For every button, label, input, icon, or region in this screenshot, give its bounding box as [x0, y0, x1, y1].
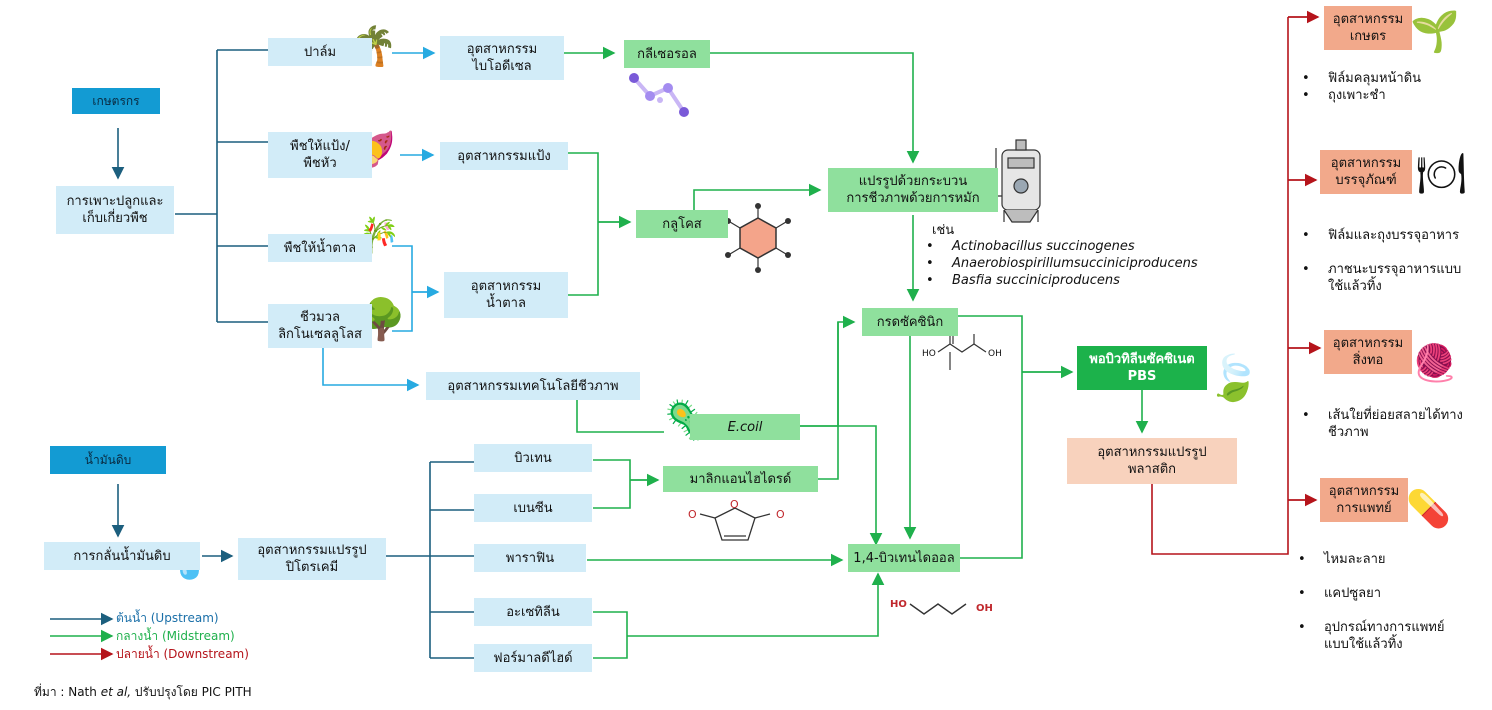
source-italic: et al,: [100, 685, 132, 699]
butane-box: บิวเทน: [474, 444, 592, 472]
maleic-anhydride-structure-icon: [699, 507, 771, 541]
capsule-icon: 💊: [1406, 489, 1451, 530]
pbs-box: พอบิวทิลีนซัคซิเนต PBS: [1077, 346, 1207, 390]
biodiesel-industry-box: อุตสาหกรรม ไบโอดีเซล: [440, 36, 564, 80]
bdo-oh-label: OH: [976, 603, 993, 614]
ecoli-box: E.coil: [690, 414, 800, 440]
textile-industry-box: อุตสาหกรรม สิ่งทอ: [1324, 330, 1412, 374]
starch-crops-box: พืชให้แป้ง/ พืชหัว: [268, 132, 372, 178]
succinic-ho-label: HO: [922, 349, 936, 359]
source-prefix: ที่มา : Nath: [34, 685, 101, 699]
succinic-oh-label: OH: [988, 349, 1002, 359]
biotech-industry-box: อุตสาหกรรมเทคโนโลยีชีวภาพ: [426, 372, 640, 400]
bdo-ho-label: HO: [890, 599, 907, 610]
glucose-box: กลูโคส: [636, 210, 728, 238]
yarn-icon: 🧶: [1412, 343, 1457, 384]
packaging-items: ฟิล์มและถุงบรรจุอาหาร ภาชนะบรรจุอาหารแบบ…: [1302, 210, 1461, 312]
list-item: เส้นใยที่ย่อยสลายได้ทาง ชีวภาพ: [1302, 407, 1463, 441]
lignocellulose-box: ชีวมวล ลิกโนเซลลูโลส: [268, 304, 372, 348]
source-note: ที่มา : Nath et al, ปรับปรุงโดย PIC PITH: [34, 684, 252, 701]
acetylene-box: อะเซทิลีน: [474, 598, 592, 626]
butanediol-box: 1,4-บิวเทนไดออล: [848, 544, 960, 572]
example-label: เช่น: [932, 223, 955, 238]
plant-film-icon: 🌱: [1410, 9, 1460, 55]
legend-midstream: กลางน้ำ (Midstream): [116, 629, 235, 643]
svg-text:O: O: [688, 508, 697, 521]
agri-items: ฟิล์มคลุมหน้าดิน ถุงเพาะชำ: [1302, 70, 1421, 104]
leaf-pellets-icon: 🍃: [1206, 353, 1261, 404]
succinic-acid-box: กรดซัคซินิก: [862, 308, 958, 336]
tree-petro: [386, 461, 474, 659]
list-item: ถุงเพาะชำ: [1302, 87, 1421, 104]
svg-text:O: O: [730, 498, 739, 511]
fermentation-box: แปรรูปด้วยกระบวน การชีวภาพด้วยการหมัก: [828, 168, 998, 212]
petrochem-industry-box: อุตสาหกรรมแปรรูป ปิโตรเคมี: [238, 538, 386, 580]
svg-text:O: O: [776, 508, 785, 521]
microbe-list: Actinobacillus succinogenes Anaerobiospi…: [926, 238, 1198, 289]
microbe-item: Anaerobiospirillumsucciniciproducens: [926, 255, 1198, 272]
medical-items: ไหมละลาย แคปซูลยา อุปกรณ์ทางการแพทย์ แบบ…: [1298, 534, 1444, 670]
maleic-anhydride-box: มาลิกแอนไฮไดรด์: [663, 466, 818, 492]
fermenter-icon: [995, 139, 1041, 223]
list-item: ฟิล์มและถุงบรรจุอาหาร: [1302, 227, 1461, 244]
legend-downstream: ปลายน้ำ (Downstream): [116, 647, 249, 661]
farmer-box: เกษตรกร: [72, 88, 160, 114]
list-item: ฟิล์มคลุมหน้าดิน: [1302, 70, 1421, 87]
glycerol-box: กลีเซอรอล: [624, 40, 710, 68]
sugar-industry-box: อุตสาหกรรม น้ำตาล: [444, 272, 568, 318]
succinic-acid-structure-icon: [937, 334, 987, 370]
medical-industry-box: อุตสาหกรรม การแพทย์: [1320, 478, 1408, 522]
paraffin-box: พาราฟิน: [474, 544, 586, 572]
microbe-item: Actinobacillus succinogenes: [926, 238, 1198, 255]
plate-cutlery-icon: 🍽: [1416, 151, 1467, 197]
formaldehyde-box: ฟอร์มาลดีไฮด์: [474, 644, 592, 672]
glucose-molecule-icon: [725, 203, 791, 273]
arrow-biotech: [322, 346, 420, 392]
legend-upstream: ต้นน้ำ (Upstream): [116, 611, 219, 625]
agri-industry-box: อุตสาหกรรม เกษตร: [1324, 6, 1412, 50]
tree-crops: [175, 49, 268, 323]
palm-box: ปาล์ม: [268, 38, 372, 66]
benzene-box: เบนซีน: [474, 494, 592, 522]
microbe-item: Basfia succiniciproducens: [926, 272, 1198, 289]
textile-items: เส้นใยที่ย่อยสลายได้ทาง ชีวภาพ: [1302, 390, 1463, 458]
source-suffix: ปรับปรุงโดย PIC PITH: [131, 685, 252, 699]
starch-industry-box: อุตสาหกรรมแป้ง: [440, 142, 568, 170]
list-item: อุปกรณ์ทางการแพทย์ แบบใช้แล้วทิ้ง: [1298, 619, 1444, 653]
list-item: ภาชนะบรรจุอาหารแบบ ใช้แล้วทิ้ง: [1302, 261, 1461, 295]
cultivation-box: การเพาะปลูกและ เก็บเกี่ยวพืช: [56, 186, 174, 234]
glycerol-molecule-icon: [629, 73, 689, 117]
list-item: ไหมละลาย: [1298, 551, 1444, 568]
butanediol-structure-icon: [909, 603, 967, 615]
list-item: แคปซูลยา: [1298, 585, 1444, 602]
plastic-processing-box: อุตสาหกรรมแปรรูป พลาสติก: [1067, 438, 1237, 484]
crude-oil-box: น้ำมันดิบ: [50, 446, 166, 474]
packaging-industry-box: อุตสาหกรรม บรรจุภัณฑ์: [1320, 150, 1412, 194]
refining-box: การกลั่นน้ำมันดิบ: [44, 542, 200, 570]
sugar-crops-box: พืชให้น้ำตาล: [268, 234, 372, 262]
